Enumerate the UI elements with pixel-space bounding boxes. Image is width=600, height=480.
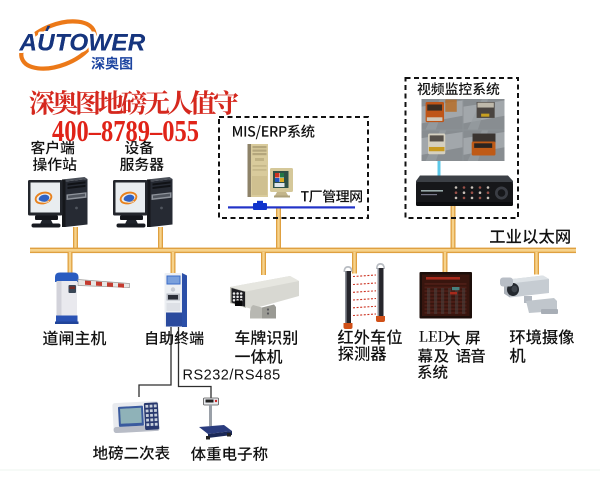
svg-text:AUTOWER: AUTOWER [19,30,146,57]
svg-text:RS232/RS485: RS232/RS485 [183,368,281,384]
svg-text:400–8789–055: 400–8789–055 [52,114,199,148]
svg-text:AUTOWER: AUTOWER [19,30,146,57]
